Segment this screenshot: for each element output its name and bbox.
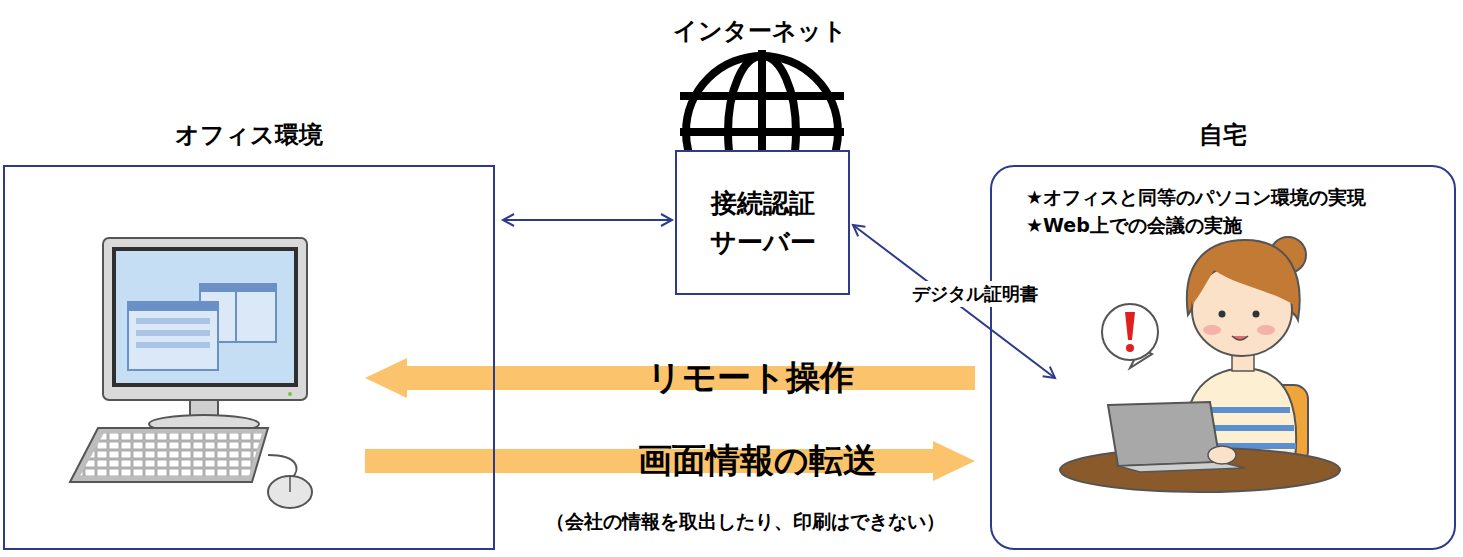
box-note: ★Web上での会議の実施 xyxy=(1026,213,1242,239)
arrowhead xyxy=(661,214,672,226)
woman-with-laptop xyxy=(1060,237,1340,492)
box-heading: オフィス環境 xyxy=(175,119,323,151)
edge-label: リモート操作 xyxy=(647,355,854,401)
connector-line xyxy=(853,225,1055,378)
home-box: 自宅★オフィスと同等のパソコン環境の実現★Web上での会議の実施 xyxy=(990,165,1456,550)
arrowhead xyxy=(503,214,514,226)
edge-label: 画面情報の転送 xyxy=(638,438,877,484)
box-note: ★オフィスと同等のパソコン環境の実現 xyxy=(1026,185,1366,211)
box-label: 接続認証 サーバー xyxy=(700,184,826,262)
box-heading: 自宅 xyxy=(1199,119,1247,151)
globe-icon xyxy=(680,50,844,150)
edge-label: デジタル証明書 xyxy=(909,281,1041,307)
desktop-computer xyxy=(70,238,312,508)
region-heading: インターネット xyxy=(673,15,847,47)
office-box: オフィス環境 xyxy=(3,165,495,550)
server-box: 接続認証 サーバー xyxy=(675,150,850,295)
arrowhead xyxy=(853,225,865,236)
connector-line xyxy=(503,214,672,226)
note: （会社の情報を取出したり、印刷はできない） xyxy=(546,509,945,535)
line xyxy=(853,225,1055,378)
arrowhead xyxy=(1043,367,1055,378)
line xyxy=(503,219,672,221)
